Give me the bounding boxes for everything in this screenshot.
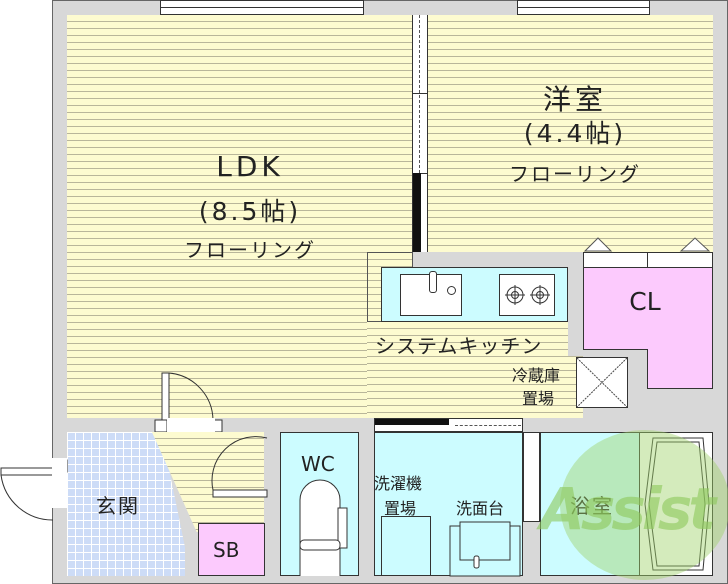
bathroom-door[interactable] [523, 432, 540, 522]
closet-label: CL [629, 287, 661, 316]
watermark-logo [560, 430, 728, 580]
washer-label-1: 洗濯機 [374, 474, 423, 493]
fridge-label-2: 置場 [522, 389, 555, 408]
laundry-door[interactable] [374, 418, 523, 432]
ldk-size: (8.5帖) [198, 197, 302, 226]
shoebox [198, 523, 265, 576]
closet [583, 268, 713, 350]
washer-label-2: 置場 [384, 499, 417, 518]
kitchen-side-wall [568, 268, 583, 356]
fridge-space [576, 357, 628, 408]
sink [400, 271, 462, 316]
western-room-size: (4.4帖) [523, 119, 627, 148]
bathtub-icon [644, 437, 710, 571]
sliding-door[interactable] [412, 15, 428, 252]
entrance-label: 玄関 [96, 494, 140, 518]
watermark-text: Assist [540, 475, 716, 543]
bathroom-label: 浴室 [570, 494, 614, 518]
toilet-door[interactable] [211, 430, 282, 500]
ldk-floor-type: フローリング [184, 238, 316, 262]
washbasin-icon [449, 521, 521, 577]
ldk-label: LDK [216, 150, 284, 183]
closet-door-arrows [583, 237, 711, 252]
western-room-floor [428, 15, 713, 252]
fridge-x-icon [576, 357, 628, 408]
washbasin-label: 洗面台 [456, 499, 505, 518]
western-room-label: 洋室 [542, 83, 607, 116]
shoebox-label: SB [213, 538, 240, 562]
toilet-icon [299, 479, 348, 576]
closet-lower [647, 349, 713, 389]
window-ldk [160, 0, 364, 15]
burner-icon [505, 285, 550, 305]
ldk-floor [67, 15, 413, 418]
western-room-floor-type: フローリング [509, 162, 641, 186]
fridge-label-1: 冷蔵庫 [512, 366, 561, 385]
closet-door[interactable] [583, 252, 713, 268]
kitchen-label: システムキッチン [375, 334, 543, 358]
system-kitchen-counter [381, 267, 568, 322]
stove [499, 274, 555, 316]
window-western [517, 0, 650, 15]
toilet-label: WC [301, 452, 335, 476]
washer-space [381, 516, 431, 576]
